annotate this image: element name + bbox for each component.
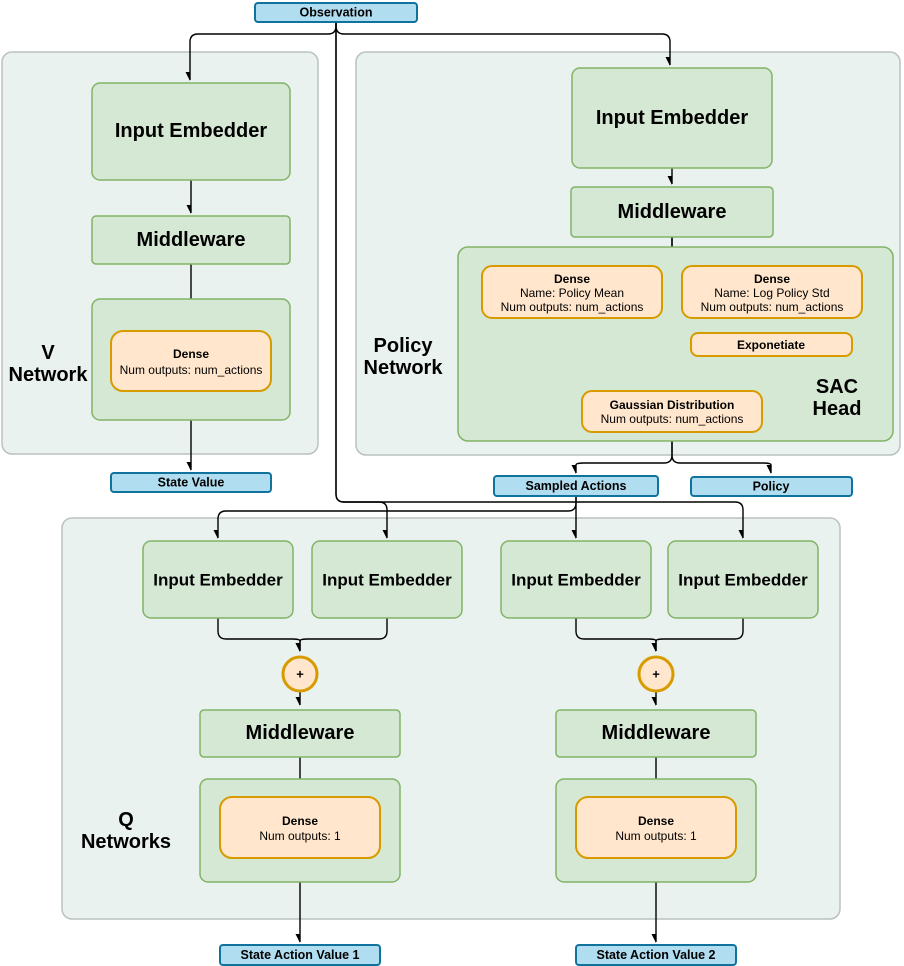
q-input-embedder-1-label: Input Embedder — [153, 571, 283, 590]
q-dense-1-title: Dense — [282, 814, 318, 828]
policy-network-title-line-2: Network — [364, 357, 444, 379]
policy-input-embedder-box — [571, 67, 773, 169]
plus-junction-1 — [281, 655, 319, 693]
edge-gaussian-to-sampled-actions — [576, 432, 673, 473]
gaussian-distribution-outputs: Num outputs: num_actions — [601, 412, 744, 426]
dense-policy-mean-box — [481, 265, 663, 319]
q-input-embedder-3-box — [500, 540, 652, 619]
plus-junction-2 — [637, 655, 675, 693]
dense-policy-mean-title: Dense — [554, 272, 590, 286]
q-dense-2-box — [575, 796, 737, 859]
sampled-actions-box — [493, 475, 659, 497]
edge-gaussian-to-policy-output — [671, 432, 772, 473]
state-action-value-2-box — [575, 944, 737, 966]
dense-log-policy-std-outputs: Num outputs: num_actions — [701, 300, 844, 314]
q-middleware-2-box — [555, 709, 757, 758]
sac-head-title-line-1: SAC — [816, 376, 858, 398]
v-dense-title: Dense — [173, 347, 209, 361]
q-dense-2-title: Dense — [638, 814, 674, 828]
q-dense-2-outputs: Num outputs: 1 — [615, 829, 697, 843]
policy-middleware-label: Middleware — [618, 201, 727, 223]
sampled-actions-label: Sampled Actions — [526, 479, 627, 493]
dense-log-policy-std-name: Name: Log Policy Std — [714, 286, 829, 300]
plus-junction-2-label: + — [652, 667, 660, 682]
state-action-value-1-label: State Action Value 1 — [240, 948, 359, 962]
v-input-embedder-label: Input Embedder — [115, 120, 267, 142]
v-input-embedder-box — [91, 82, 291, 181]
observation-label: Observation — [300, 6, 373, 20]
sac-head-title-line-2: Head — [813, 398, 862, 420]
policy-output-label: Policy — [753, 480, 790, 494]
observation-box — [254, 2, 418, 23]
v-dense-outputs: Num outputs: num_actions — [120, 363, 263, 377]
v-network-title-line-2: Network — [9, 364, 89, 386]
policy-network-title-line-1: Policy — [374, 335, 434, 357]
v-middleware-label: Middleware — [137, 229, 246, 251]
v-middleware-box — [91, 215, 291, 265]
plus-junction-1-label: + — [296, 667, 304, 682]
v-dense-box — [110, 330, 272, 392]
q-input-embedder-4-box — [667, 540, 819, 619]
policy-input-embedder-label: Input Embedder — [596, 107, 748, 129]
q-input-embedder-3-label: Input Embedder — [511, 571, 641, 590]
state-action-value-2-label: State Action Value 2 — [596, 948, 715, 962]
policy-output-box — [690, 476, 853, 497]
gaussian-distribution-title: Gaussian Distribution — [610, 398, 735, 412]
edge-q-input-embedder-4-to-plus-2 — [656, 618, 744, 651]
state-value-box — [110, 472, 272, 493]
q-input-embedder-2-label: Input Embedder — [322, 571, 452, 590]
q-middleware-1-label: Middleware — [246, 722, 355, 744]
dense-log-policy-std-title: Dense — [754, 272, 790, 286]
edge-observation-to-q-input-embedder-4 — [335, 22, 744, 538]
state-action-value-1-box — [219, 944, 381, 966]
q-input-embedder-4-label: Input Embedder — [678, 571, 808, 590]
v-network-title-line-1: V — [41, 342, 55, 364]
exponentiate-label: Exponetiate — [737, 338, 805, 352]
q-input-embedder-1-box — [142, 540, 294, 619]
q-middleware-2-label: Middleware — [602, 722, 711, 744]
edge-sampled-actions-to-q-input-embedder-1 — [218, 496, 577, 538]
q-middleware-1-box — [199, 709, 401, 758]
q-dense-1-outputs: Num outputs: 1 — [259, 829, 341, 843]
edge-q-input-embedder-2-to-plus-1 — [300, 618, 388, 651]
q-networks-title-line-2: Networks — [81, 831, 171, 853]
q-networks-title-line-1: Q — [118, 809, 134, 831]
dense-policy-mean-outputs: Num outputs: num_actions — [501, 300, 644, 314]
dense-policy-mean-name: Name: Policy Mean — [520, 286, 624, 300]
q-input-embedder-2-box — [311, 540, 463, 619]
state-value-label: State Value — [158, 476, 225, 490]
dense-log-policy-std-box — [681, 265, 863, 319]
q-dense-1-box — [219, 796, 381, 859]
policy-middleware-box — [570, 186, 774, 238]
gaussian-distribution-box — [581, 390, 763, 433]
exponentiate-box — [690, 332, 853, 357]
